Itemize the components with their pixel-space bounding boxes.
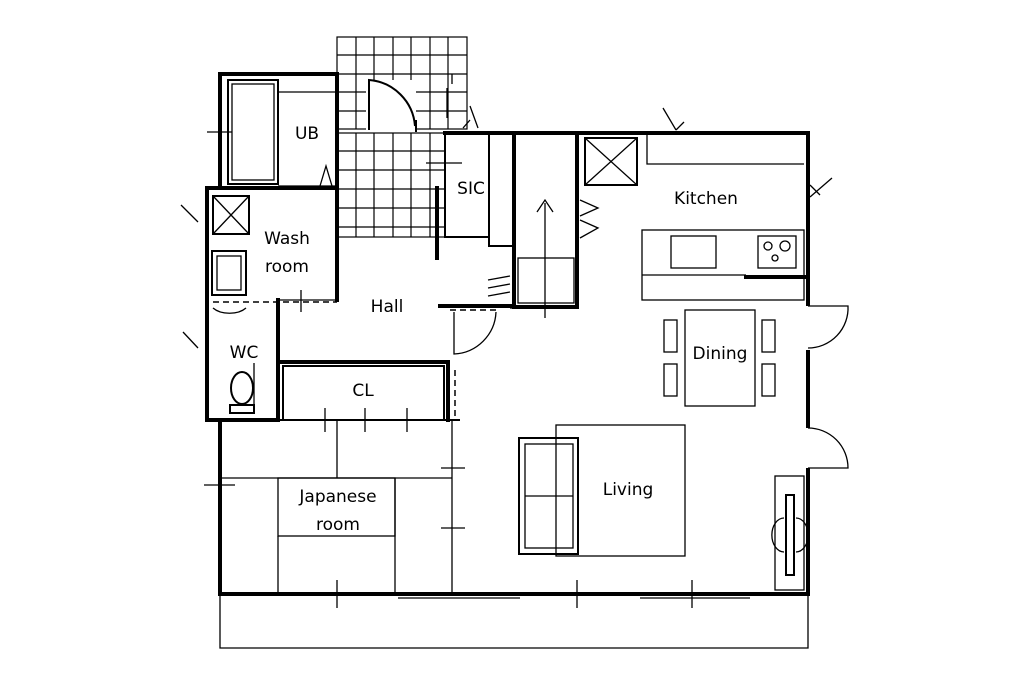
hall-area bbox=[438, 304, 514, 355]
wash-room bbox=[180, 195, 337, 349]
room-label-hall: Hall bbox=[371, 297, 404, 317]
room-label-ub: UB bbox=[295, 124, 319, 144]
room-label-wash-line1: Wash bbox=[264, 229, 310, 249]
cl-closet bbox=[220, 360, 460, 432]
entrance-door bbox=[366, 74, 453, 132]
deck bbox=[219, 594, 809, 649]
room-label-cl: CL bbox=[352, 381, 374, 401]
genkan-tiles bbox=[336, 132, 446, 238]
sic-closet bbox=[426, 105, 514, 260]
unit-bath bbox=[207, 79, 337, 187]
dining-area bbox=[663, 309, 776, 407]
room-label-kitchen: Kitchen bbox=[674, 189, 738, 209]
side-doors bbox=[806, 305, 849, 469]
living-area bbox=[518, 424, 693, 608]
wc-room bbox=[212, 307, 255, 414]
room-label-sic: SIC bbox=[457, 179, 485, 199]
room-label-wash-line2: room bbox=[265, 257, 309, 277]
kitchen-area bbox=[584, 107, 833, 301]
room-label-japanese-line1: Japanese bbox=[298, 487, 376, 507]
room-label-dining: Dining bbox=[693, 344, 748, 364]
japanese-room bbox=[204, 420, 465, 608]
tv-cabinet bbox=[771, 475, 809, 591]
room-label-wc: WC bbox=[230, 343, 259, 363]
room-label-living: Living bbox=[603, 480, 654, 500]
room-label-japanese-line2: room bbox=[316, 515, 360, 535]
exterior-walls bbox=[205, 72, 810, 596]
staircase bbox=[487, 131, 600, 318]
